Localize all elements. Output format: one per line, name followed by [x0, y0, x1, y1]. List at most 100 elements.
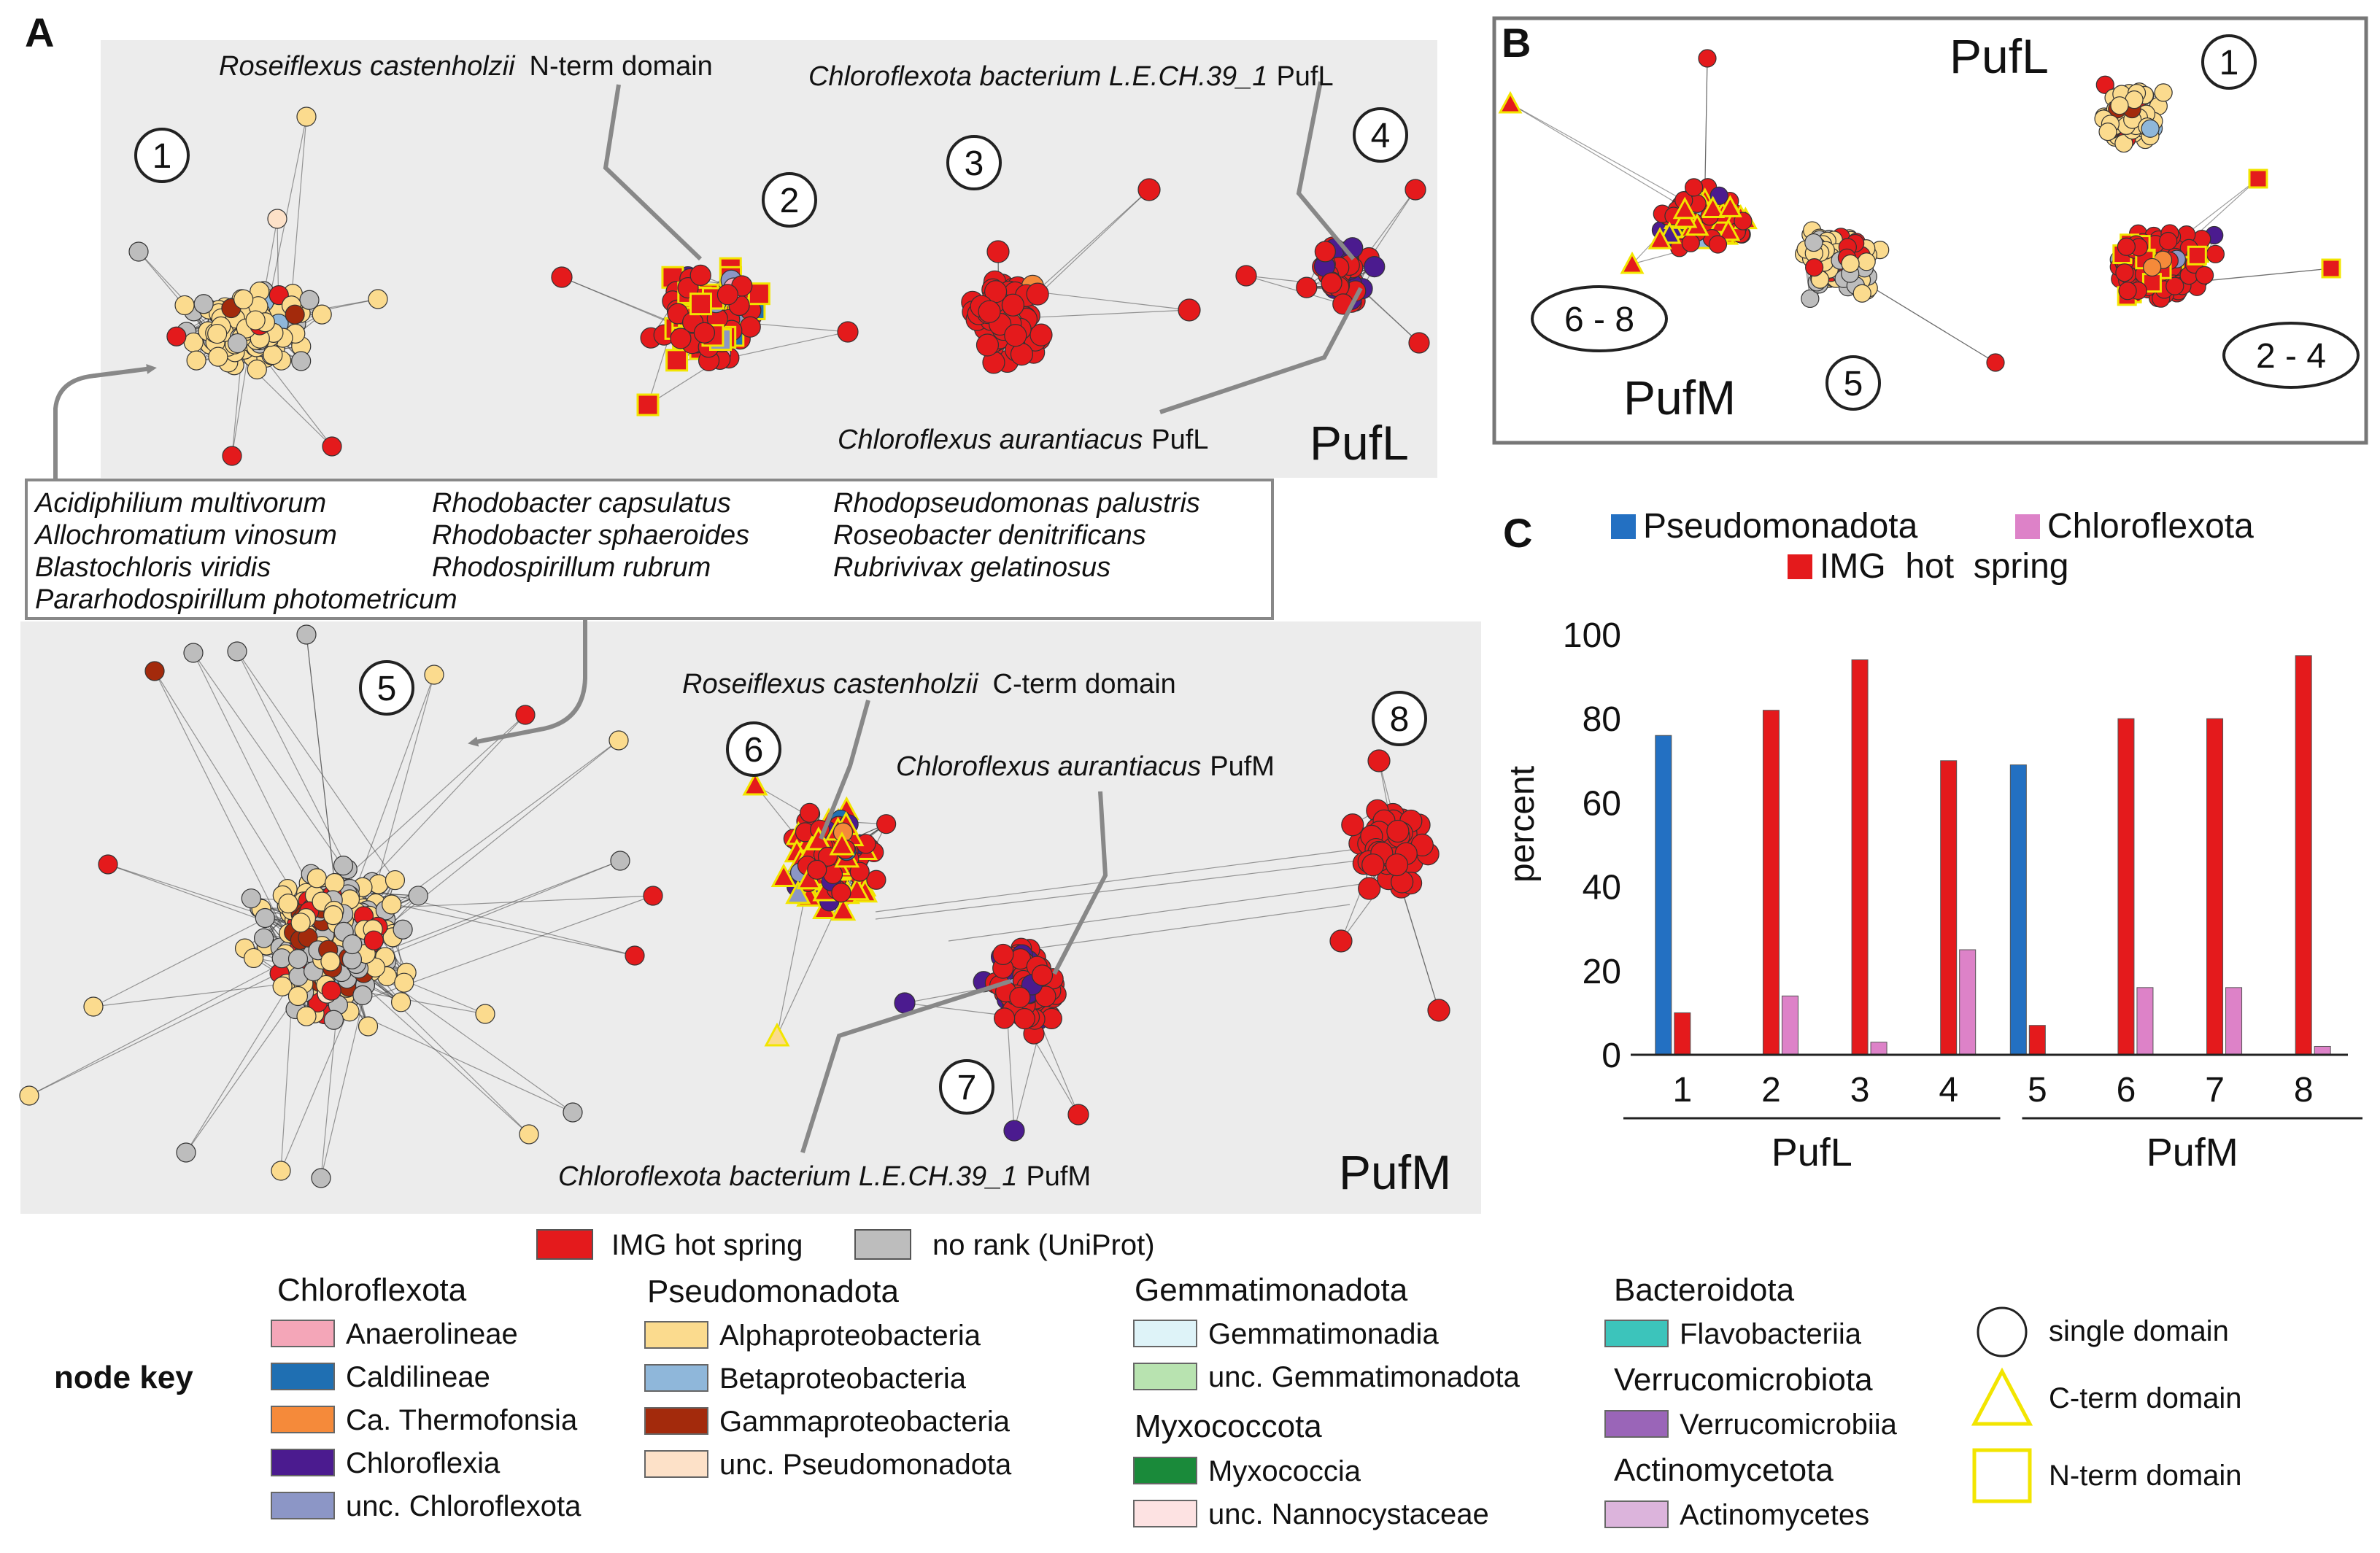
network-node [837, 321, 859, 343]
network-node-nterm [665, 349, 689, 372]
network-node [394, 972, 414, 993]
network-node-nterm [636, 393, 660, 417]
network-node [975, 333, 1000, 357]
network-node [551, 266, 573, 288]
network-node [1314, 241, 1336, 263]
network-node [1405, 179, 1426, 201]
network-node [1026, 282, 1049, 306]
network-node [352, 985, 373, 1005]
pufl-network-background [101, 40, 1437, 478]
network-node [1321, 272, 1342, 294]
species-name: Pararhodospirillum photometricum [35, 584, 457, 615]
species-name: Roseobacter denitrificans [833, 520, 1146, 551]
network-node [1031, 964, 1054, 986]
network-node [475, 1004, 495, 1024]
network-node [368, 289, 388, 309]
cluster-label-1: 1 [134, 128, 190, 183]
network-node [382, 894, 402, 915]
network-node [255, 907, 275, 929]
network-node [1003, 1120, 1025, 1142]
pufl-network-label: PufL [1310, 416, 1409, 470]
species-name: Blastochloris viridis [35, 552, 271, 583]
network-node [19, 1085, 39, 1106]
cluster-label-4: 4 [1353, 107, 1408, 163]
network-node [296, 1006, 317, 1026]
network-node [254, 928, 274, 948]
network-node [978, 300, 1001, 323]
network-node [1137, 178, 1161, 201]
network-node [322, 436, 342, 457]
network-edge [236, 651, 395, 880]
species-name: Rhodobacter capsulatus [432, 488, 731, 519]
network-node [227, 641, 247, 662]
network-node [128, 241, 149, 262]
network-node [296, 106, 317, 127]
panel-b: B PufL PufM 1 5 6 - 8 2 - 4 [1492, 16, 2368, 445]
network-edge [728, 331, 849, 359]
network-node [183, 643, 204, 663]
network-node [739, 316, 761, 338]
network-node [716, 284, 738, 306]
network-node [222, 446, 242, 466]
network-node [358, 1016, 379, 1037]
network-node [208, 346, 228, 367]
network-node [321, 980, 341, 1001]
network-node [287, 949, 309, 969]
species-name: Rhodobacter sphaeroides [432, 520, 749, 551]
network-node [515, 705, 536, 725]
network-node [1386, 819, 1410, 843]
network-node [986, 240, 1010, 263]
network-node [1235, 265, 1257, 287]
network-node [876, 814, 897, 834]
network-node [625, 945, 645, 966]
network-node [166, 326, 187, 346]
network-edge [28, 947, 313, 1096]
network-node [393, 919, 413, 940]
network-node [245, 310, 266, 330]
cluster-label-5: 5 [359, 660, 414, 716]
network-node [1408, 332, 1430, 354]
network-node [325, 872, 345, 894]
network-node [320, 951, 341, 972]
network-node [83, 996, 104, 1017]
network-node [290, 913, 311, 933]
network-node [1358, 877, 1381, 900]
network-edge [948, 882, 1372, 942]
network-node [193, 294, 214, 314]
network-node [263, 344, 283, 365]
network-node [98, 854, 118, 875]
network-node [306, 868, 327, 888]
network-node [1341, 813, 1364, 837]
network-node [207, 323, 228, 344]
network-node [186, 350, 206, 371]
network-node [323, 905, 344, 926]
network-node [385, 870, 406, 891]
network-node [1427, 999, 1450, 1022]
network-node [1364, 255, 1386, 278]
network-edge [362, 886, 635, 956]
network-node [363, 930, 384, 950]
species-name: Rhodopseudomonas palustris [833, 488, 1200, 519]
network-edge [93, 983, 287, 1007]
network-node [390, 992, 412, 1012]
network-node [1004, 324, 1027, 347]
network-node [1001, 293, 1024, 317]
network-node [992, 943, 1014, 966]
network-node [296, 624, 317, 645]
network-edge [1245, 275, 1343, 305]
network-node [800, 802, 820, 823]
network-node [1178, 298, 1201, 322]
network-edge [875, 845, 1380, 913]
network-edge [875, 860, 1358, 920]
network-node [608, 730, 629, 751]
network-node [342, 934, 363, 955]
network-node [408, 886, 428, 906]
network-node [866, 870, 886, 890]
species-name: Rubrivivax gelatinosus [833, 552, 1110, 583]
network-node [1067, 1104, 1089, 1126]
network-node [1329, 929, 1353, 953]
network-edge [1245, 275, 1332, 286]
